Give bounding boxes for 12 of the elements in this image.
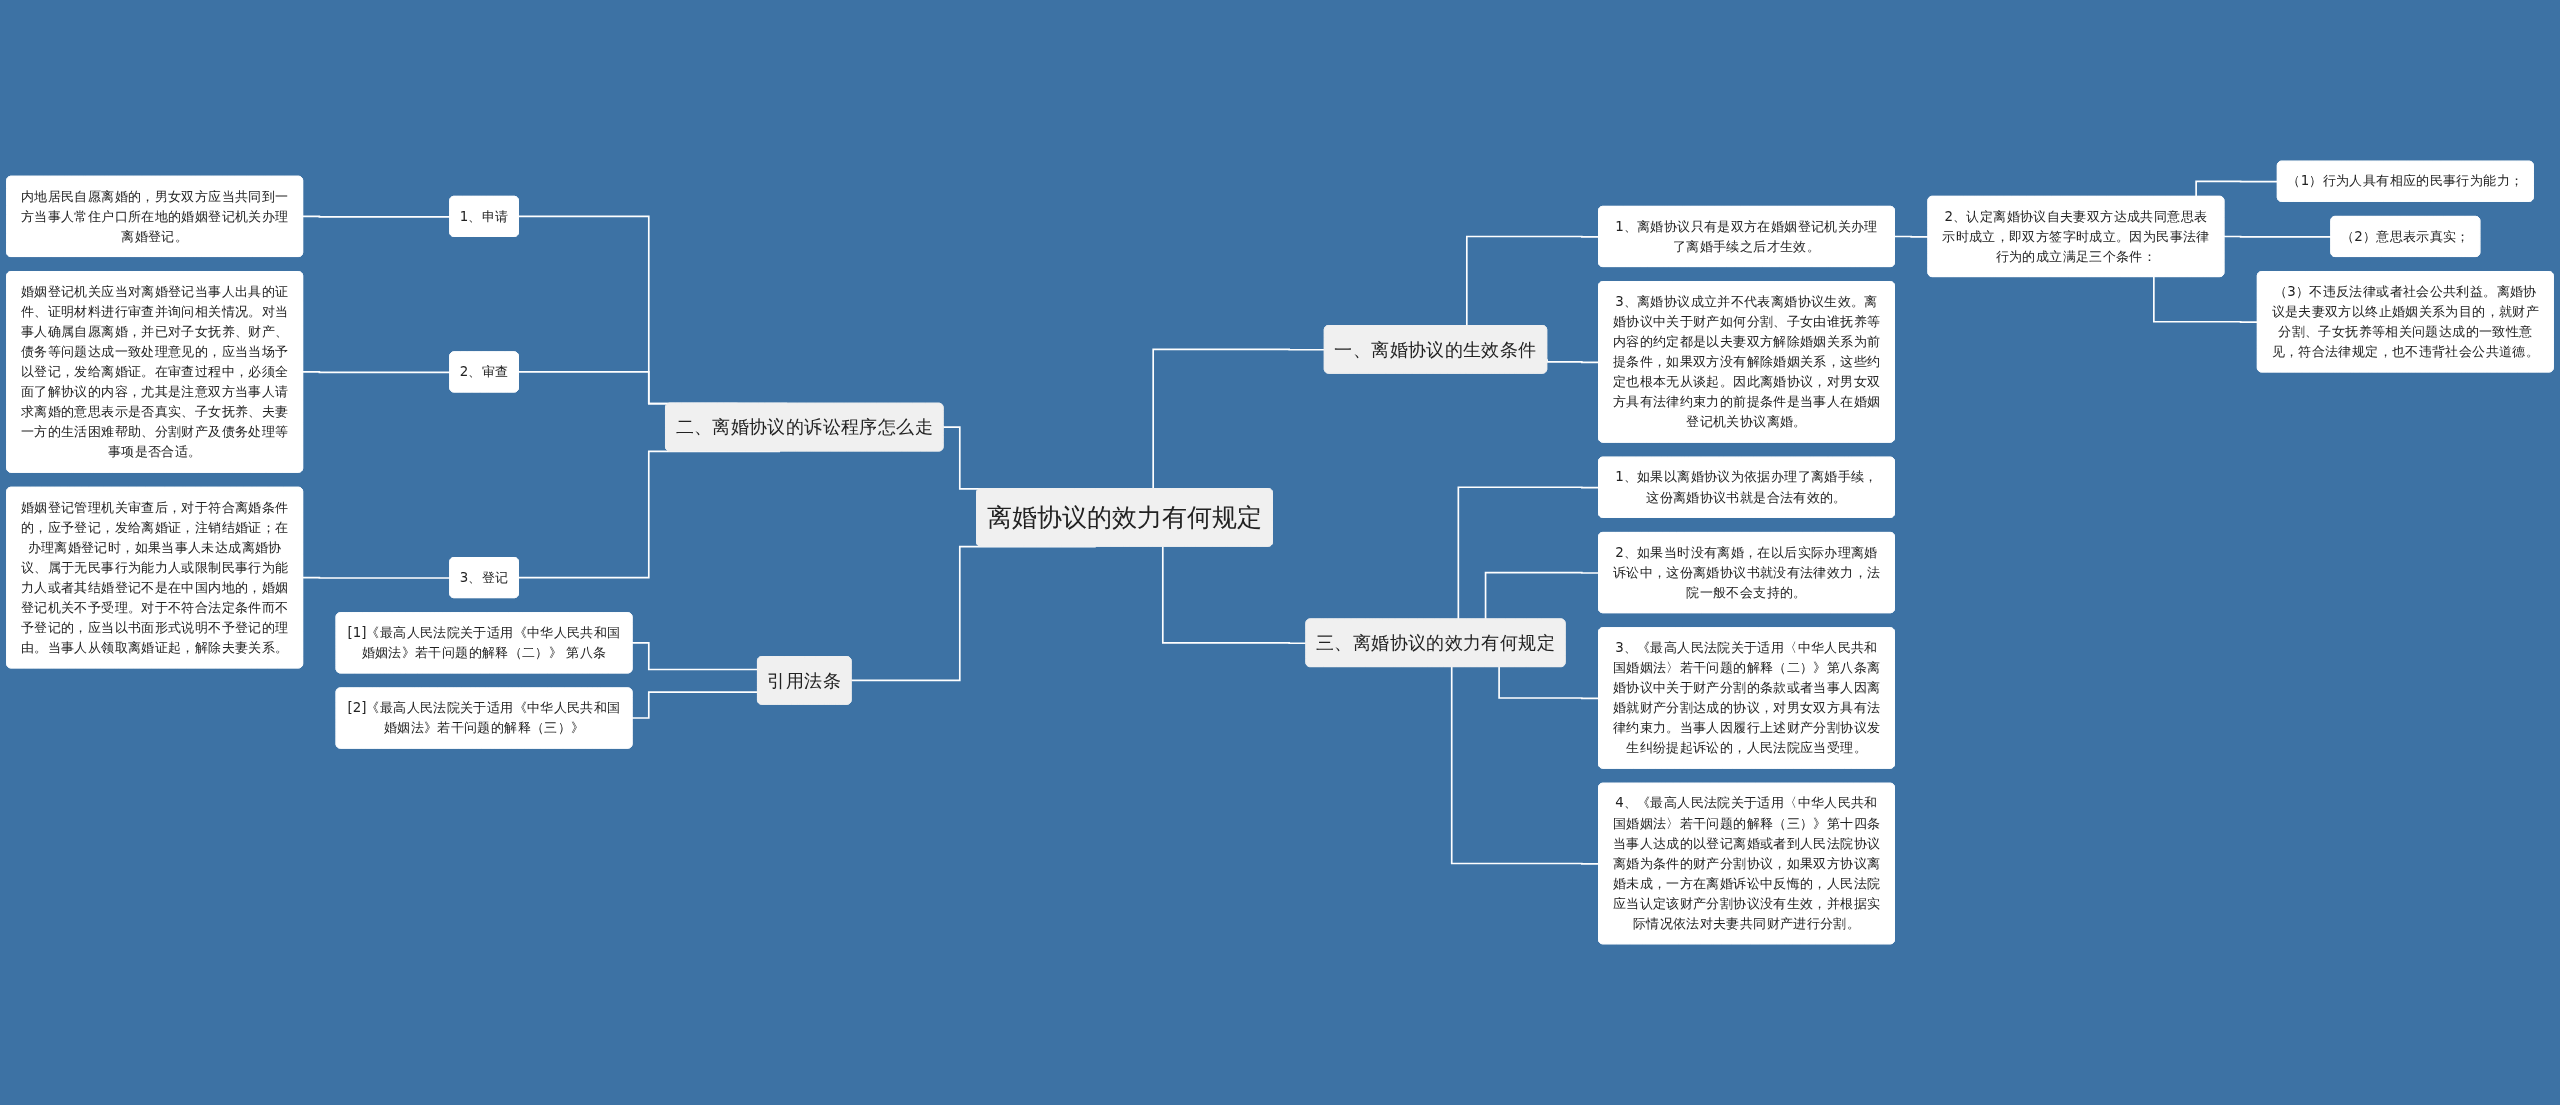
connector [1450, 666, 1600, 865]
connector [1152, 348, 1326, 490]
connector [1465, 235, 1600, 327]
connector [2153, 276, 2259, 323]
connector [631, 691, 759, 720]
connector [302, 215, 451, 218]
connector [302, 371, 451, 374]
connector [1546, 358, 1600, 364]
connector [2195, 180, 2279, 198]
connector [302, 576, 451, 579]
connector [631, 641, 759, 671]
connector [1498, 666, 1600, 700]
